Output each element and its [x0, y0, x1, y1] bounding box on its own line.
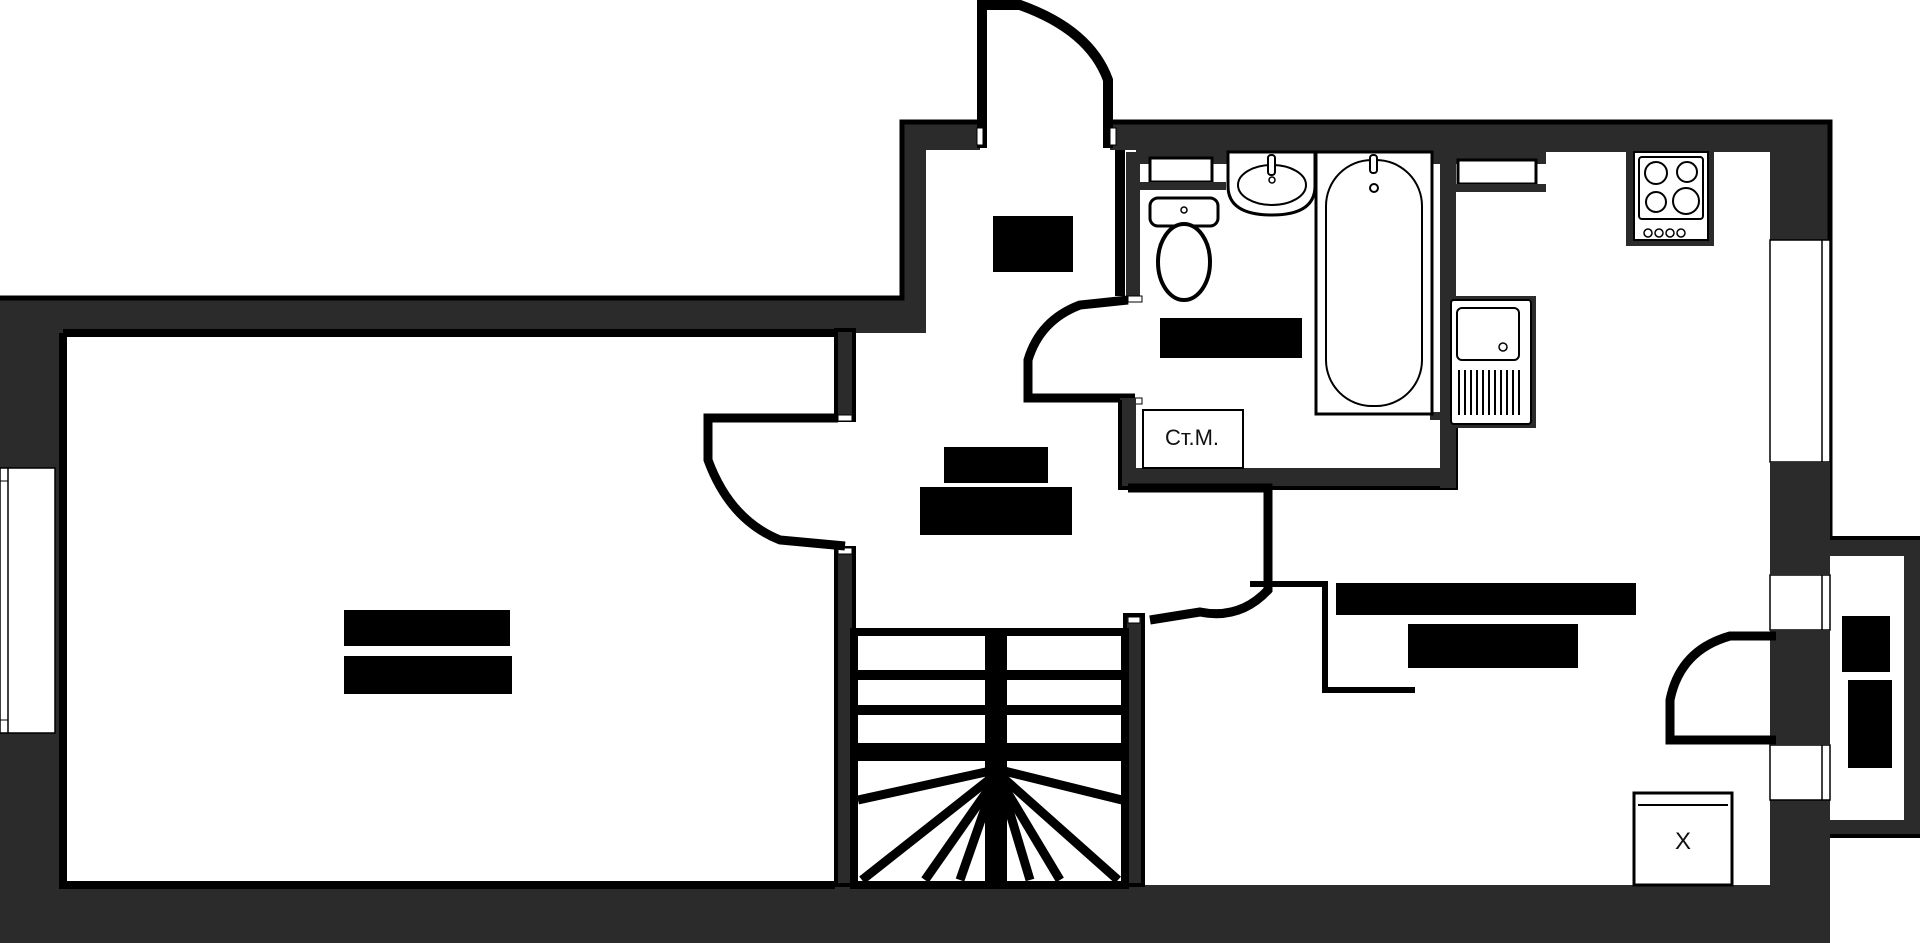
bathtub-icon [1314, 150, 1434, 416]
washing-machine-label: Ст.М. [1165, 425, 1219, 450]
boiler-icon [1446, 296, 1536, 428]
stairs-icon [850, 628, 1129, 889]
window-icon [0, 467, 56, 734]
wall-left-room [0, 120, 1830, 943]
room-label-kitchen [1336, 583, 1636, 668]
wall-balcony [1830, 536, 1920, 838]
fridge-label: X [1675, 828, 1691, 855]
stove-icon [1626, 151, 1714, 246]
fridge-icon: X [1632, 791, 1734, 887]
room-label-living-room [344, 610, 512, 694]
window-icon [1769, 239, 1831, 801]
door-swing-icon [703, 413, 846, 551]
wall-right-lower [1770, 800, 1830, 943]
washing-machine-icon: Ст.М. [1142, 409, 1244, 469]
room-label-bathroom [1160, 318, 1302, 358]
toilet-icon [1148, 196, 1220, 302]
sink-icon [1226, 150, 1317, 217]
room-label-entrance [993, 216, 1073, 272]
room-label-balcony [1842, 616, 1892, 768]
room-label-hallway [920, 447, 1072, 535]
